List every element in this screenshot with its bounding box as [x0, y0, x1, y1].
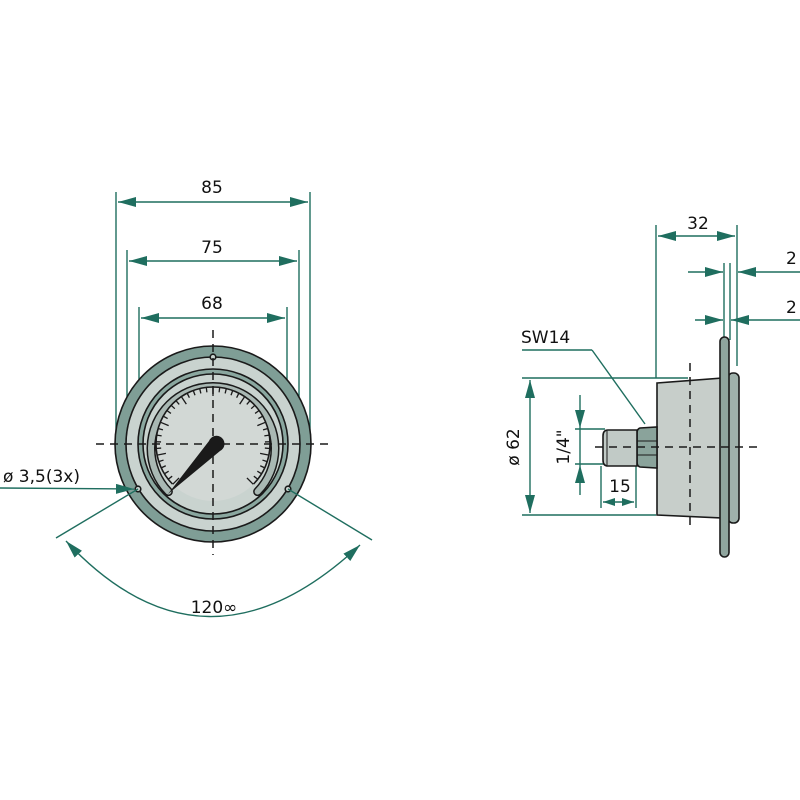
dimension-label-68: 68 — [201, 294, 223, 314]
dimension-2-top: 2 — [688, 249, 800, 277]
dimension-label-2-bottom: 2 — [786, 298, 797, 318]
front-view: 85 75 68 — [0, 178, 373, 618]
dimension-2-bottom: 2 — [695, 298, 800, 325]
dimension-label-75: 75 — [201, 238, 223, 258]
wrench-size-callout: SW14 — [521, 328, 646, 425]
dimension-label-15: 15 — [609, 477, 631, 497]
thread-connector — [602, 429, 638, 467]
dimension-15: 15 — [603, 477, 634, 506]
dimension-68: 68 — [141, 294, 285, 323]
mounting-hole-label: ø 3,5(3x) — [3, 467, 80, 487]
wrench-size-label: SW14 — [521, 328, 570, 348]
mounting-hole-callout: ø 3,5(3x) — [0, 467, 135, 494]
dimension-thread: 1/4" — [554, 395, 585, 495]
extension-lines — [115, 192, 311, 440]
dimension-label-85: 85 — [201, 178, 223, 198]
scale-ticks — [156, 387, 270, 485]
side-view: 32 2 2 — [504, 214, 800, 558]
dimension-label-62: ø 62 — [504, 428, 524, 465]
side-extension-lines — [522, 225, 738, 516]
gauge-needle — [168, 435, 225, 494]
dimension-85: 85 — [118, 178, 308, 207]
dimension-32: 32 — [658, 214, 735, 241]
dimension-label-2-top: 2 — [786, 249, 797, 269]
angle-label: 120∞ — [191, 598, 238, 618]
angle-dimension: 120∞ — [55, 488, 373, 618]
dimension-label-32: 32 — [687, 214, 709, 234]
dimension-75: 75 — [129, 238, 297, 266]
dimension-diameter-62: ø 62 — [504, 380, 535, 513]
dimension-label-thread: 1/4" — [554, 429, 574, 464]
